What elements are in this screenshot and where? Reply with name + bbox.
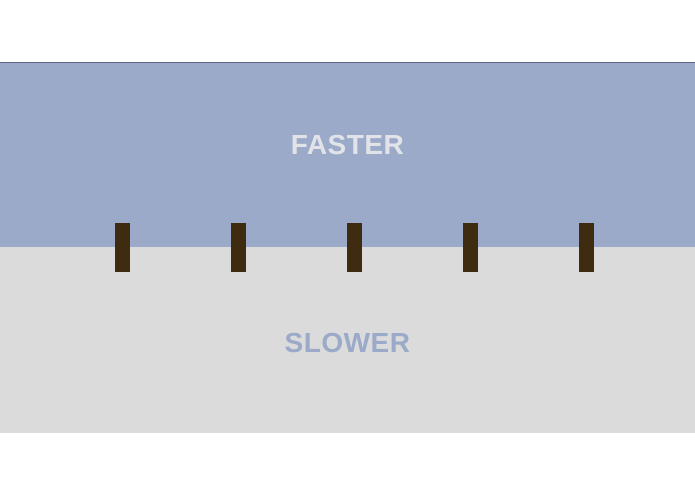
posts-row	[0, 62, 695, 433]
post-1	[115, 223, 130, 272]
post-2	[231, 223, 246, 272]
post-4	[463, 223, 478, 272]
slower-label: SLOWER	[284, 327, 411, 358]
faster-zone: FASTER	[0, 62, 695, 247]
slower-zone: SLOWER	[0, 247, 695, 433]
faster-label: FASTER	[290, 129, 405, 160]
post-3	[347, 223, 362, 272]
flow-diagram: FASTER SLOWER	[0, 62, 695, 433]
post-5	[579, 223, 594, 272]
